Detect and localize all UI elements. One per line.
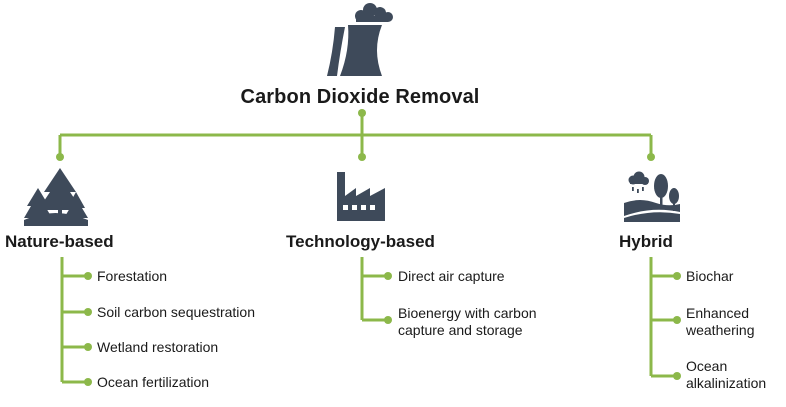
connector-dots [56,109,681,386]
item-ocean-alkalinization-line-1: Ocean [686,358,728,374]
item-direct-air-capture: Direct air capture [398,268,505,284]
item-biochar: Biochar [686,268,734,284]
factory-icon [337,172,385,221]
item-beccs-line-2: capture and storage [398,322,523,338]
power-plant-icon [327,3,393,76]
item-beccs: Bioenergy with carbon capture and storag… [398,305,537,339]
item-enhanced-weathering: Enhanced weathering [686,305,755,339]
item-beccs-line-1: Bioenergy with carbon [398,305,537,321]
item-ocean-alkalinization-line-2: alkalinization [686,375,767,391]
category-hybrid: Hybrid [619,232,673,251]
item-enhanced-weathering-line-1: Enhanced [686,305,750,321]
item-soil-carbon-sequestration: Soil carbon sequestration [97,304,255,320]
item-ocean-alkalinization: Ocean alkalinization [686,358,766,392]
diagram-title: Carbon Dioxide Removal [240,86,480,108]
item-wetland-restoration: Wetland restoration [97,339,219,355]
category-technology-based: Technology-based [286,232,435,251]
category-nature-based: Nature-based [5,232,114,251]
landscape-icon [624,171,680,222]
item-forestation: Forestation [97,268,168,284]
item-ocean-fertilization: Ocean fertilization [97,374,210,390]
trees-icon [24,168,88,226]
item-enhanced-weathering-line-2: weathering [686,322,755,338]
